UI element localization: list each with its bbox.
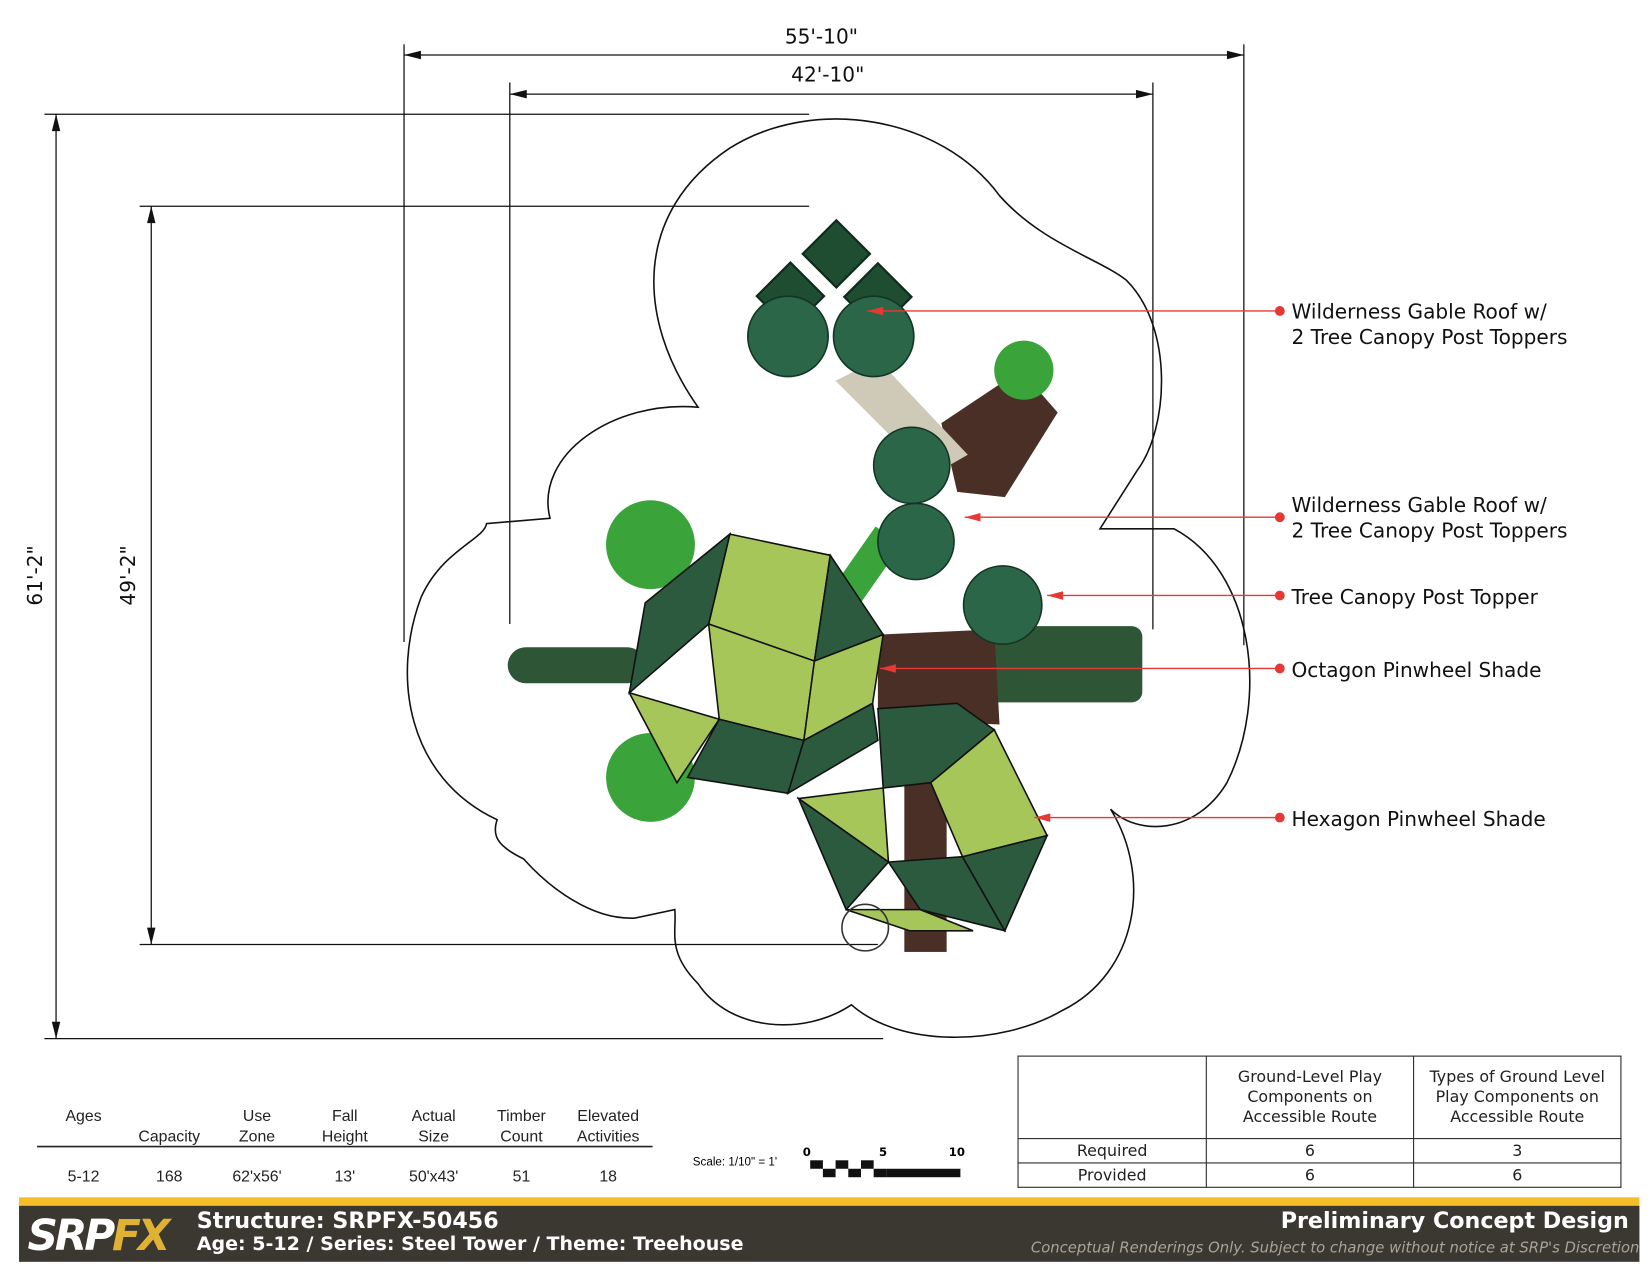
structure-id: Structure: SRPFX-50456	[196, 1207, 499, 1234]
accent-band	[19, 1197, 1640, 1206]
spec-use-zone: 62'x56'	[232, 1167, 282, 1186]
scale-tick: 10	[948, 1145, 965, 1160]
spec-actual-size: 50'x43'	[408, 1167, 459, 1186]
shades	[627, 532, 1049, 933]
callout-gable-roof-1: Wilderness Gable Roof w/2 Tree Canopy Po…	[1291, 300, 1568, 350]
structure-details: Age: 5-12 / Series: Steel Tower / Theme:…	[196, 1233, 744, 1256]
dimension-overall-width: 55'-10"	[784, 25, 858, 49]
tree-canopy-toppers	[747, 295, 1043, 645]
scale-bar-graphic	[810, 1160, 961, 1178]
callout-tree-canopy: Tree Canopy Post Topper	[1291, 585, 1538, 610]
dimension-play-width: 42'-10"	[791, 63, 865, 87]
spec-ages: 5-12	[67, 1167, 100, 1186]
spec-fall-height: 13'	[334, 1167, 356, 1186]
dimension-play-depth: 49'-2"	[116, 545, 141, 606]
spec-capacity: 168	[155, 1167, 183, 1186]
design-status: Preliminary Concept Design	[1280, 1207, 1629, 1234]
callout-leaders	[867, 306, 1285, 823]
dimension-lines	[44, 44, 1245, 1040]
callout-gable-roof-2: Wilderness Gable Roof w/2 Tree Canopy Po…	[1291, 493, 1568, 543]
callout-octagon-shade: Octagon Pinwheel Shade	[1291, 658, 1542, 683]
site-plan-drawing	[37, 44, 1285, 1178]
use-zone-outline	[406, 118, 1251, 1039]
play-structure	[507, 218, 1143, 952]
scale-label: Scale: 1/10" = 1'	[692, 1156, 778, 1169]
spec-timber-count: 51	[512, 1167, 531, 1186]
scale-tick: 0	[802, 1145, 811, 1160]
srpfx-logo: SRPFX	[27, 1212, 171, 1261]
scale-tick: 5	[878, 1145, 888, 1160]
title-block: SRPFX Structure: SRPFX-50456 Age: 5-12 /…	[19, 1197, 1640, 1262]
spec-elevated-activities: 18	[599, 1167, 618, 1186]
dimension-overall-depth: 61'-2"	[23, 545, 48, 606]
disclaimer: Conceptual Renderings Only. Subject to c…	[1030, 1239, 1640, 1257]
accessibility-table: Ground-Level Play Components on Accessib…	[1017, 1055, 1622, 1188]
callout-hexagon-shade: Hexagon Pinwheel Shade	[1291, 808, 1546, 832]
